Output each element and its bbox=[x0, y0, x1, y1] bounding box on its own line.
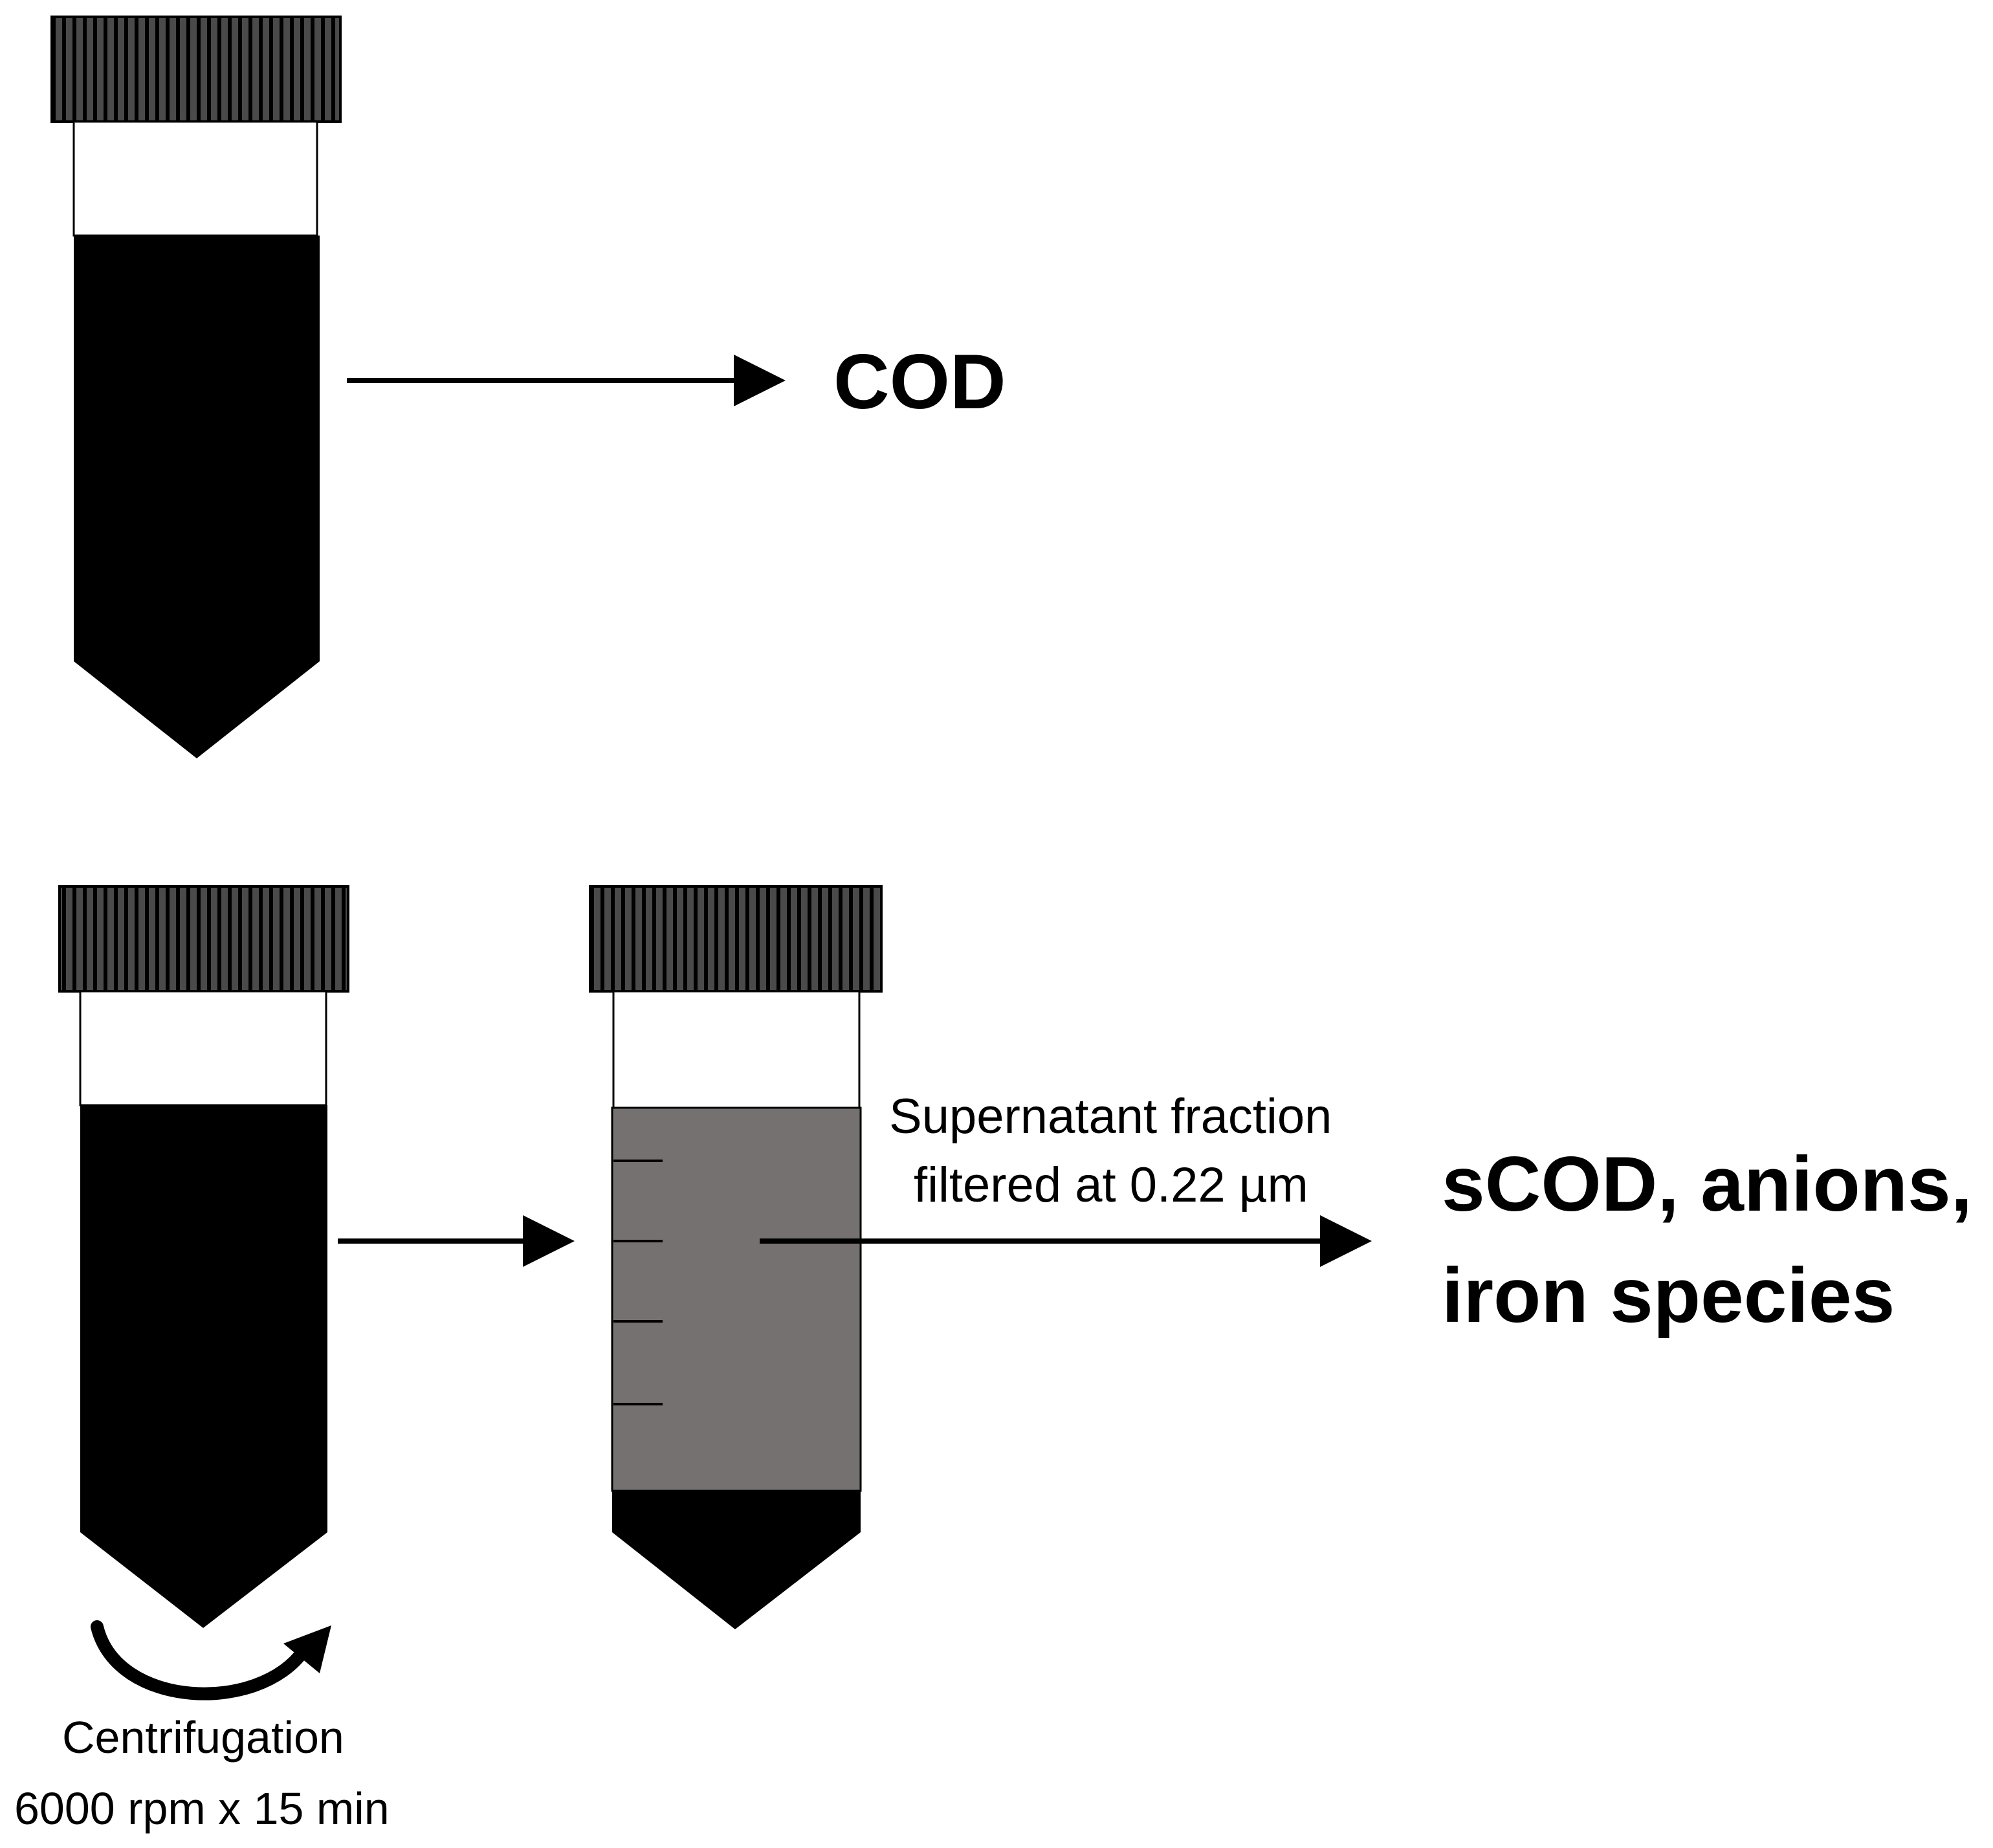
centrifugation-label-line2: 6000 rpm x 15 min bbox=[14, 1783, 390, 1834]
tube-sample-fill bbox=[80, 1105, 327, 1628]
tube-after-centrifugation bbox=[589, 885, 883, 1629]
cod-label: COD bbox=[833, 338, 1006, 425]
tube-supernatant bbox=[611, 1106, 862, 1492]
tube-empty-headspace bbox=[72, 120, 318, 237]
tube-pellet bbox=[612, 1491, 861, 1629]
tube-sample-fill bbox=[74, 236, 320, 758]
filtered-results-label-line2: iron species bbox=[1442, 1252, 1895, 1339]
tube-before-centrifugation bbox=[58, 885, 349, 1628]
tube-whole-sample bbox=[50, 16, 342, 758]
supernatant-label-line2: filtered at 0.22 µm bbox=[914, 1158, 1308, 1213]
supernatant-label-line1: Supernatant fraction bbox=[889, 1089, 1332, 1144]
tube-empty-headspace bbox=[79, 990, 327, 1106]
filtered-results-label-line1: sCOD, anions, bbox=[1442, 1141, 1973, 1227]
tube-cap bbox=[58, 885, 349, 993]
tube-empty-headspace bbox=[612, 990, 861, 1109]
centrifugation-label-line1: Centrifugation bbox=[62, 1712, 344, 1763]
tube-cap bbox=[50, 16, 342, 123]
tube-cap bbox=[589, 885, 883, 993]
curved-arrow-icon bbox=[91, 1620, 331, 1700]
